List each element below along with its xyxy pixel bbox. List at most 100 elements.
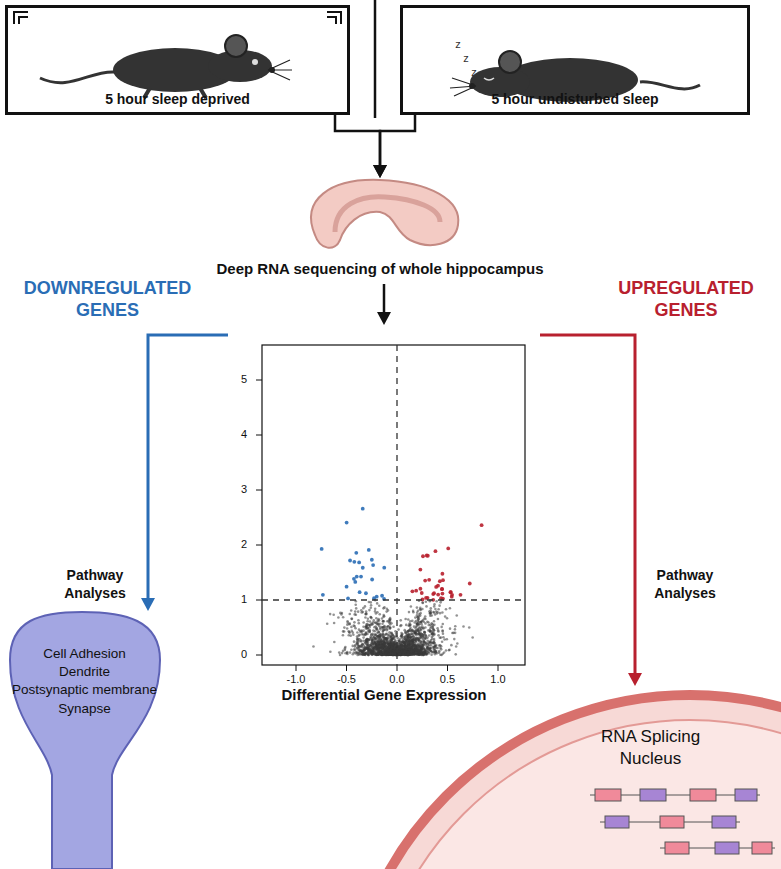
data-point bbox=[391, 642, 394, 645]
data-point bbox=[404, 650, 407, 653]
data-point bbox=[359, 630, 362, 633]
data-point bbox=[333, 641, 336, 644]
data-point bbox=[417, 629, 420, 632]
data-point bbox=[371, 563, 375, 567]
data-point bbox=[406, 653, 409, 656]
data-point bbox=[389, 623, 392, 626]
data-point bbox=[426, 651, 429, 654]
data-point bbox=[433, 642, 436, 645]
data-point bbox=[333, 622, 336, 625]
data-point bbox=[433, 629, 436, 632]
data-point bbox=[366, 620, 369, 623]
data-point bbox=[426, 646, 429, 649]
data-point bbox=[365, 638, 368, 641]
data-point bbox=[414, 632, 417, 635]
data-point bbox=[350, 648, 353, 651]
data-point bbox=[369, 652, 372, 655]
data-point bbox=[370, 607, 373, 610]
data-point bbox=[374, 630, 377, 633]
data-point bbox=[374, 610, 377, 613]
data-point bbox=[346, 627, 349, 630]
data-point bbox=[446, 617, 449, 620]
data-point bbox=[341, 652, 344, 655]
data-point bbox=[389, 636, 392, 639]
data-point bbox=[347, 634, 350, 637]
data-point bbox=[416, 606, 419, 609]
data-point bbox=[353, 625, 356, 628]
data-point bbox=[419, 621, 422, 624]
data-point bbox=[384, 648, 387, 651]
data-point bbox=[413, 653, 416, 656]
data-point bbox=[375, 617, 378, 620]
data-point bbox=[411, 620, 414, 623]
data-point bbox=[387, 625, 390, 628]
data-point bbox=[357, 622, 360, 625]
data-point bbox=[441, 592, 445, 596]
data-point bbox=[440, 626, 443, 629]
data-point bbox=[353, 624, 356, 627]
data-point bbox=[415, 620, 418, 623]
data-point bbox=[361, 653, 364, 656]
data-point bbox=[415, 632, 418, 635]
data-point bbox=[392, 626, 395, 629]
data-point bbox=[450, 595, 454, 599]
data-point bbox=[405, 624, 408, 627]
data-point bbox=[406, 654, 409, 657]
data-point bbox=[413, 642, 416, 645]
data-point bbox=[412, 611, 415, 614]
data-point bbox=[437, 634, 440, 637]
data-point bbox=[365, 613, 368, 616]
data-point bbox=[400, 634, 403, 637]
data-point bbox=[441, 623, 444, 626]
data-point bbox=[411, 632, 414, 635]
data-point bbox=[427, 578, 431, 582]
data-point bbox=[370, 601, 373, 604]
data-point bbox=[414, 589, 418, 593]
data-point bbox=[389, 619, 392, 622]
data-point bbox=[361, 633, 364, 636]
data-point bbox=[456, 642, 459, 645]
data-point bbox=[361, 650, 364, 653]
data-point bbox=[428, 634, 431, 637]
data-point bbox=[391, 647, 394, 650]
data-point bbox=[391, 653, 394, 656]
data-point bbox=[397, 648, 400, 651]
data-point bbox=[364, 648, 367, 651]
data-point bbox=[417, 628, 420, 631]
data-point bbox=[357, 619, 360, 622]
data-point bbox=[326, 622, 329, 625]
data-point bbox=[363, 644, 366, 647]
data-point bbox=[400, 624, 403, 627]
data-point bbox=[442, 652, 445, 655]
data-point bbox=[406, 654, 409, 657]
data-point bbox=[378, 613, 381, 616]
data-point bbox=[374, 621, 377, 624]
data-point bbox=[414, 616, 417, 619]
data-point bbox=[356, 637, 359, 640]
data-point bbox=[354, 551, 358, 555]
data-point bbox=[349, 651, 352, 654]
data-point bbox=[411, 641, 414, 644]
data-point bbox=[380, 626, 383, 629]
data-point bbox=[413, 653, 416, 656]
data-point bbox=[412, 639, 415, 642]
data-point bbox=[434, 608, 437, 611]
data-point bbox=[361, 566, 365, 570]
data-point bbox=[342, 616, 345, 619]
data-point bbox=[421, 633, 424, 636]
data-point bbox=[454, 625, 457, 628]
data-point bbox=[408, 611, 411, 614]
data-point bbox=[410, 605, 413, 608]
data-point bbox=[441, 572, 445, 576]
data-point bbox=[438, 579, 442, 583]
data-point bbox=[371, 639, 374, 642]
data-point bbox=[346, 597, 350, 601]
data-point bbox=[471, 636, 474, 639]
data-point bbox=[426, 636, 429, 639]
data-point bbox=[422, 627, 425, 630]
data-point bbox=[439, 612, 442, 615]
data-point bbox=[382, 629, 385, 632]
data-point bbox=[423, 633, 426, 636]
data-point bbox=[398, 653, 401, 656]
data-point bbox=[346, 653, 349, 656]
